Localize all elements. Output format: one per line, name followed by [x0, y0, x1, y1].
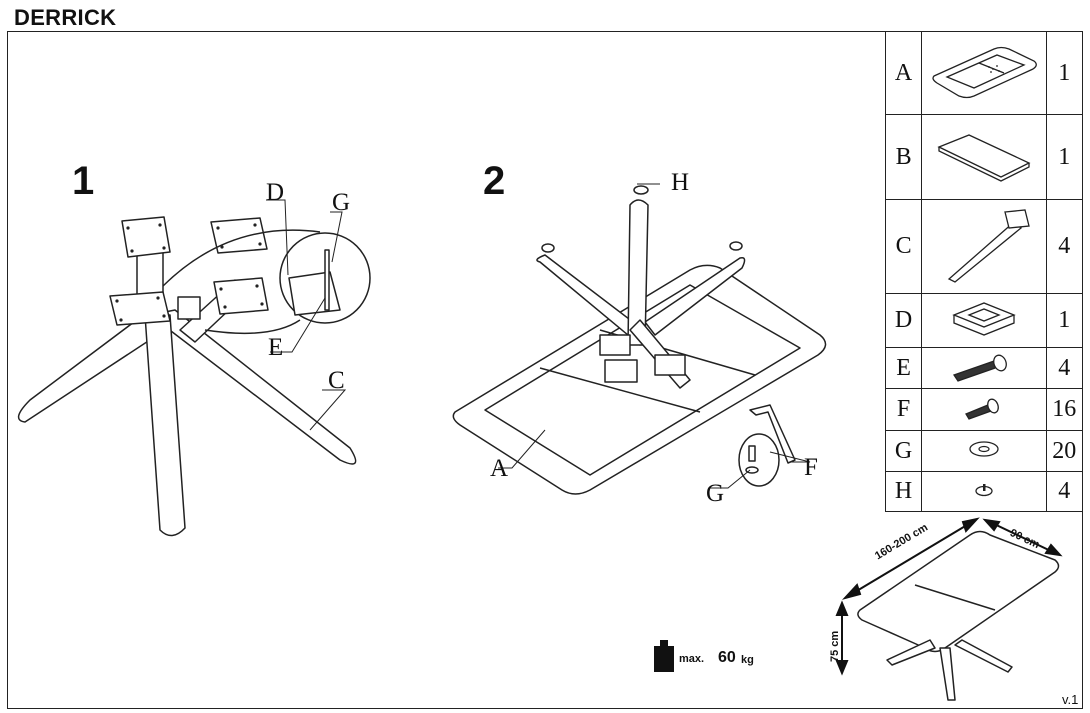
part-letter: B: [884, 114, 923, 201]
parts-row: A 1: [884, 30, 1084, 116]
step-number-1: 1: [72, 159, 95, 203]
parts-row: G 20: [884, 429, 1084, 473]
parts-row: B 1: [884, 114, 1084, 201]
callout-c: C: [328, 367, 345, 394]
part-qty: 1: [1045, 30, 1084, 116]
step-number-2: 2: [483, 159, 506, 203]
step1-drawing: [17, 216, 371, 537]
part-qty: 4: [1045, 471, 1084, 512]
part-qty: 20: [1045, 429, 1084, 473]
part-letter: E: [884, 346, 923, 390]
callout-d: D: [266, 179, 285, 206]
max-load-unit: kg: [741, 654, 754, 666]
part-qty: 1: [1045, 292, 1084, 348]
connector-block-icon: [921, 292, 1047, 348]
max-load-value: 60: [718, 649, 736, 666]
part-qty: 16: [1045, 388, 1084, 431]
product-title: DERRICK: [14, 5, 117, 30]
leg-icon: [921, 199, 1047, 294]
max-load-label: max.: [679, 653, 705, 665]
callout-h: H: [671, 169, 690, 196]
instruction-frame: [7, 31, 1083, 709]
part-qty: 1: [1045, 114, 1084, 201]
callout-g-step1: G: [332, 189, 351, 216]
part-letter: C: [884, 199, 923, 294]
parts-row: H 4: [884, 471, 1084, 512]
part-qty: 4: [1045, 199, 1084, 294]
washer-icon: [921, 429, 1047, 473]
parts-row: E 4: [884, 346, 1084, 390]
part-qty: 4: [1045, 346, 1084, 390]
part-letter: F: [884, 388, 923, 431]
callout-a: A: [490, 455, 509, 482]
callout-f: F: [804, 454, 818, 481]
extension-leaf-icon: [921, 114, 1047, 201]
dimension-height: 75 cm: [829, 630, 841, 662]
callout-g-step2: G: [706, 480, 725, 507]
version-label: v.1: [1062, 692, 1079, 707]
parts-row: F 16: [884, 388, 1084, 431]
dimension-drawing: [857, 530, 1060, 701]
weight-icon: [654, 640, 674, 672]
table-top-frame-icon: [921, 30, 1047, 116]
parts-row: D 1: [884, 292, 1084, 348]
part-letter: G: [884, 429, 923, 473]
short-bolt-icon: [921, 388, 1047, 431]
foot-pad-icon: [921, 471, 1047, 512]
callout-e: E: [268, 334, 284, 361]
parts-list: A 1 B 1 C: [884, 30, 1084, 512]
parts-row: C 4: [884, 199, 1084, 294]
part-letter: A: [884, 30, 923, 116]
part-letter: H: [884, 471, 923, 512]
step2-drawing: [452, 185, 827, 495]
part-letter: D: [884, 292, 923, 348]
long-bolt-icon: [921, 346, 1047, 390]
